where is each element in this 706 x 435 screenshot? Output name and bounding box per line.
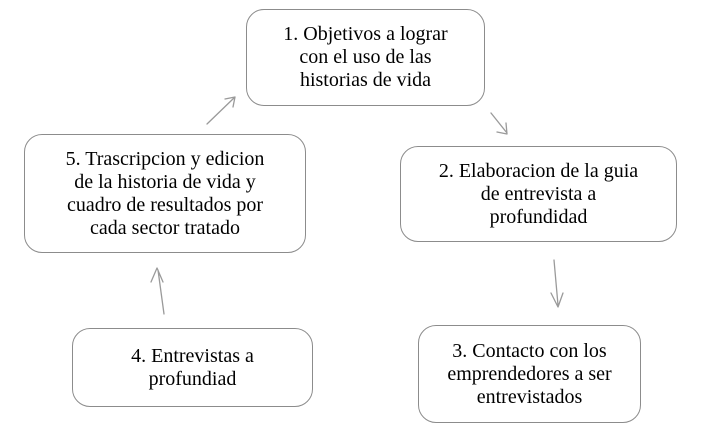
step-3-line: 3. Contacto con los — [452, 339, 607, 362]
step-1-line: 1. Objetivos a lograr — [283, 23, 448, 45]
step-1-text: 1. Objetivos a lograr con el uso de las … — [283, 23, 447, 92]
arrow-1-to-2 — [490, 112, 508, 135]
step-2-line: profundidad — [489, 205, 588, 228]
step-5-line: de la historia de vida y — [74, 170, 256, 193]
arrow-2-to-3 — [550, 259, 564, 308]
step-5-line: cada sector tratado — [90, 216, 240, 239]
step-5-line: 5. Trascripcion y edicion — [65, 147, 265, 170]
step-5-line: cuadro de resultados por — [66, 193, 264, 216]
step-2-text: 2. Elaboracion de la guia de entrevista … — [439, 160, 638, 229]
step-3-text: 3. Contacto con los emprendedores a ser … — [447, 340, 611, 409]
step-4-box: 4. Entrevistas a profundiad — [72, 328, 313, 407]
step-2-line: de entrevista a — [480, 182, 597, 205]
step-5-box: 5. Trascripcion y edicion de la historia… — [24, 134, 306, 253]
step-3-line: entrevistados — [476, 385, 583, 408]
step-2-line: 2. Elaboracion de la guia — [438, 159, 639, 182]
step-1-line: historias de vida — [299, 69, 432, 91]
step-4-line: profundiad — [148, 367, 237, 390]
step-3-line: emprendedores a ser — [447, 362, 612, 385]
arrow-4-to-5 — [150, 267, 165, 315]
step-4-line: 4. Entrevistas a — [131, 344, 254, 367]
step-2-box: 2. Elaboracion de la guia de entrevista … — [400, 146, 677, 242]
arrow-5-to-1 — [206, 96, 236, 125]
step-4-text: 4. Entrevistas a profundiad — [131, 345, 254, 391]
step-1-line: con el uso de las — [299, 46, 432, 68]
step-1-box: 1. Objetivos a lograr con el uso de las … — [246, 9, 485, 106]
step-3-box: 3. Contacto con los emprendedores a ser … — [418, 325, 641, 423]
step-5-text: 5. Trascripcion y edicion de la historia… — [66, 148, 265, 240]
